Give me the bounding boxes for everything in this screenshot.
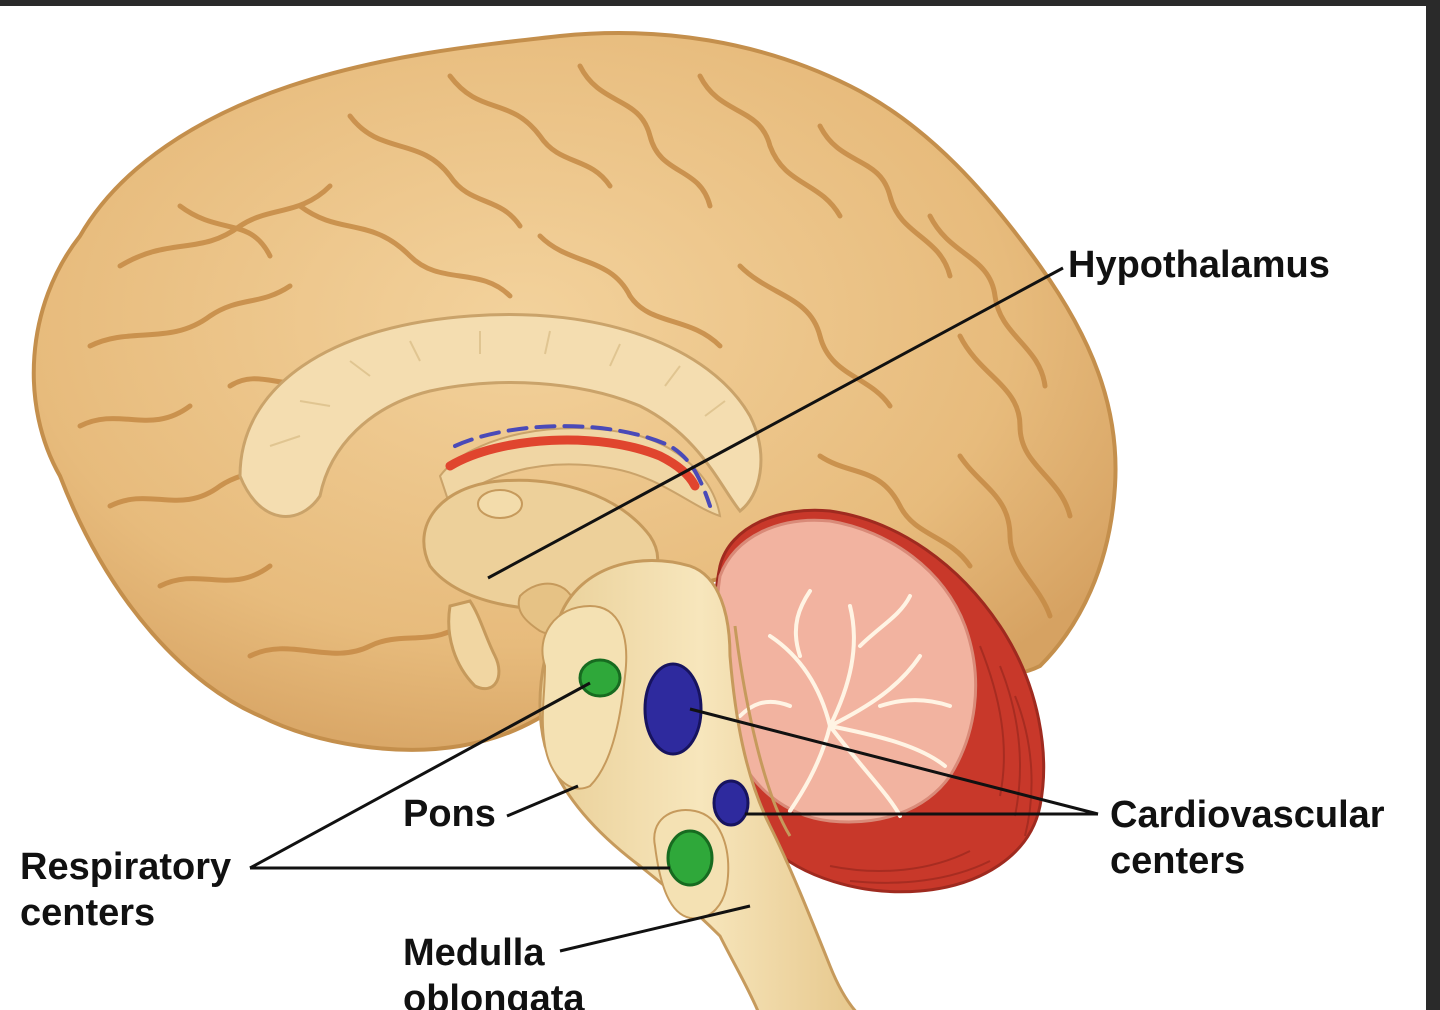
cardiovascular-center-lower xyxy=(712,779,750,827)
label-cardiovascular-line1: Cardiovascular xyxy=(1110,794,1385,836)
callosum-striations xyxy=(269,330,726,447)
label-medulla-line2: oblongata xyxy=(403,978,585,1010)
leader-medulla xyxy=(559,904,751,953)
brain-illustration xyxy=(31,31,1118,1010)
cerebral-gyri xyxy=(77,63,1073,659)
pons-bulge xyxy=(541,604,628,790)
label-medulla-oblongata: Medulla oblongata xyxy=(403,930,585,1010)
thalamic-adhesion xyxy=(477,489,523,519)
leader-cardio-upper xyxy=(689,707,1099,816)
label-cardiovascular-centers: Cardiovascular centers xyxy=(1110,792,1385,884)
corpus-callosum xyxy=(238,312,763,518)
leader-lines xyxy=(249,266,1099,953)
leader-resp-upper xyxy=(249,681,591,870)
cardiovascular-center-upper xyxy=(643,662,703,756)
label-pons: Pons xyxy=(403,793,496,835)
label-medulla-line1: Medulla xyxy=(403,932,545,974)
label-respiratory-line2: centers xyxy=(20,892,156,934)
respiratory-center-lower xyxy=(666,829,714,887)
respiratory-center-upper xyxy=(578,658,622,698)
label-respiratory-line1: Respiratory xyxy=(20,846,232,888)
choroid-plexus-blue xyxy=(453,424,712,508)
label-respiratory-centers: Respiratory centers xyxy=(20,844,231,936)
cerebellum xyxy=(710,508,1046,894)
label-hypothalamus: Hypothalamus xyxy=(1068,244,1330,286)
fourth-ventricle-line xyxy=(733,625,792,837)
label-cardiovascular-line2: centers xyxy=(1110,840,1246,882)
pituitary xyxy=(447,599,501,691)
leader-hypothalamus xyxy=(487,266,1064,580)
leader-pons xyxy=(506,784,579,818)
